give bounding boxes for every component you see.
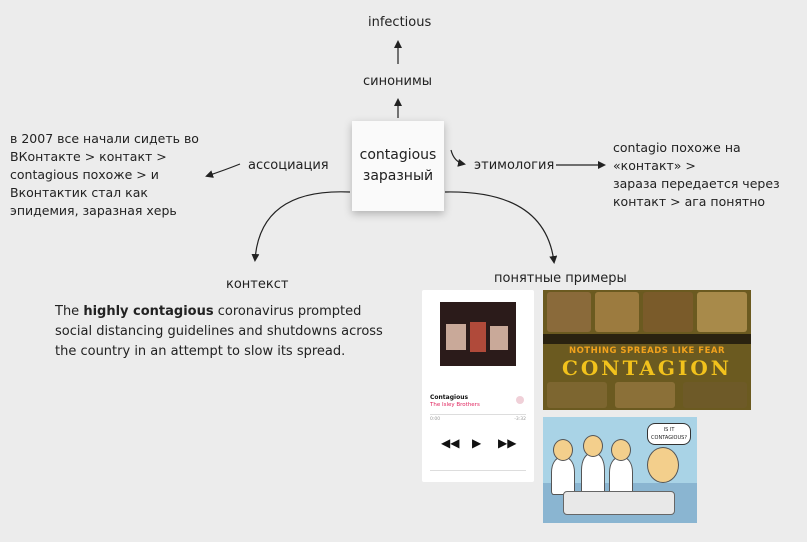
context-label: контекст — [226, 277, 289, 292]
music-player-screenshot: Contagious The Isley Brothers 0:00 -3:32… — [422, 290, 534, 482]
etymology-label: этимология — [474, 158, 555, 173]
arrow-to-context — [251, 191, 351, 262]
etymology-line: contagio похоже на «контакт» > — [613, 140, 741, 173]
hospital-cartoon: IS IT CONTAGIOUS? — [543, 417, 697, 523]
more-icon — [516, 396, 524, 404]
album-cover — [440, 302, 516, 366]
etymology-line: контакт > ага понятно — [613, 194, 766, 209]
volume-bar — [430, 470, 526, 471]
song-title: Contagious — [430, 394, 469, 401]
examples-label: понятные примеры — [494, 271, 627, 286]
arrow-to-association — [205, 163, 241, 178]
speech-bubble: IS IT CONTAGIOUS? — [647, 423, 691, 445]
rewind-icon: ◀◀ — [441, 436, 460, 450]
association-line: в 2007 все начали сидеть во — [10, 131, 199, 146]
fast-forward-icon: ▶▶ — [498, 436, 517, 450]
cast-strip — [543, 334, 751, 344]
synonyms-label: синонимы — [363, 74, 433, 89]
poster-title: CONTAGION — [561, 356, 733, 380]
etymology-line: зараза передается через — [613, 176, 780, 191]
time-start: 0:00 — [430, 417, 441, 422]
play-icon: ▶ — [472, 436, 482, 450]
context-after: coronavirus prompted social distancing g… — [55, 304, 383, 359]
synonym-word: infectious — [368, 15, 432, 30]
association-line: contagious похоже > и — [10, 167, 159, 182]
etymology-text: contagio похоже на «контакт» > зараза пе… — [613, 139, 807, 211]
song-artist: The Isley Brothers — [430, 402, 480, 408]
association-line: Вконтактик стал как — [10, 185, 148, 200]
context-sentence: The highly contagious coronavirus prompt… — [55, 302, 400, 362]
center-word-ru: заразный — [362, 168, 434, 184]
time-end: -3:32 — [514, 417, 526, 422]
context-before: The — [55, 304, 84, 319]
arrow-to-examples — [444, 191, 558, 264]
association-line: эпидемия, заразная херь — [10, 203, 177, 218]
center-word-en: contagious — [359, 147, 437, 163]
hospital-bed — [563, 491, 675, 515]
association-text: в 2007 все начали сидеть во ВКонтакте > … — [10, 130, 199, 220]
association-label: ассоциация — [248, 158, 329, 173]
arrow-to-etymology — [450, 149, 466, 167]
center-card: contagious заразный — [352, 121, 444, 211]
contagion-poster: NOTHING SPREADS LIKE FEAR CONTAGION — [543, 290, 751, 410]
poster-tagline: NOTHING SPREADS LIKE FEAR — [568, 346, 726, 356]
progress-bar — [430, 414, 526, 415]
context-bold: highly contagious — [83, 304, 214, 319]
association-line: ВКонтакте > контакт > — [10, 149, 167, 164]
